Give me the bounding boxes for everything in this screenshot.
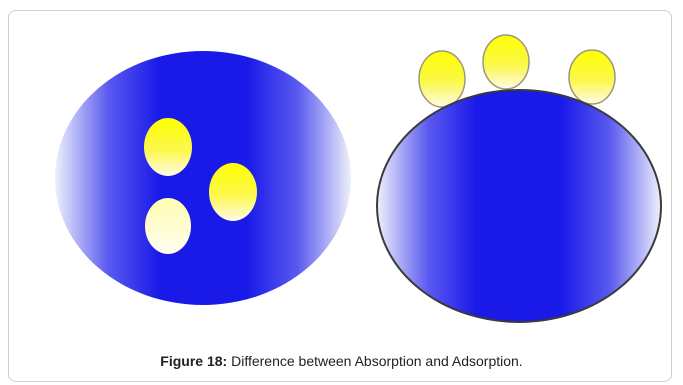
adsorbed-particle: [568, 49, 616, 105]
figure-caption-text: Difference between Absorption and Adsorp…: [227, 353, 523, 369]
adsorption-panel: [376, 34, 662, 323]
absorbent-body: [55, 51, 351, 305]
absorbed-particle: [145, 198, 191, 254]
adsorbent-body: [376, 89, 662, 323]
adsorbed-particle: [418, 50, 466, 108]
adsorbed-particle: [482, 34, 530, 90]
figure-caption: Figure 18: Difference between Absorption…: [0, 353, 683, 369]
absorbed-particle: [209, 163, 257, 221]
absorption-panel: [55, 51, 351, 305]
absorbed-particle: [144, 118, 192, 176]
figure-label: Figure 18:: [160, 353, 228, 369]
